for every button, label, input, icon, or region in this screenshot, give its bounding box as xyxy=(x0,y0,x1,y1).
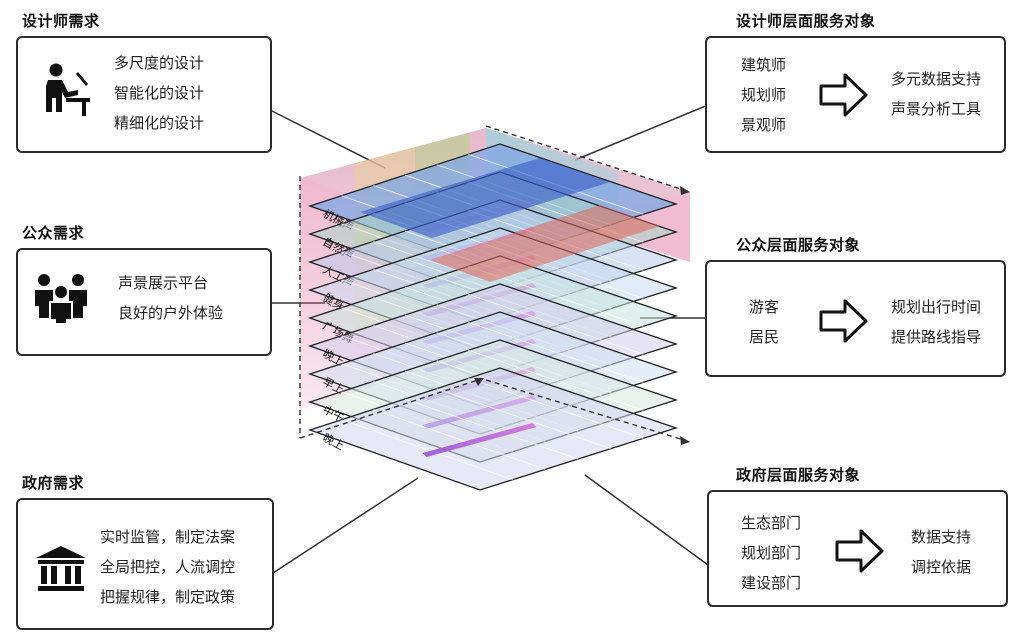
public-needs-title: 公众需求 xyxy=(22,224,85,242)
designer-target-2: 规划师 xyxy=(741,86,787,104)
designer-need-1: 多尺度的设计 xyxy=(114,54,205,72)
government-need-3: 把握规律，制定政策 xyxy=(100,588,236,606)
government-need-1: 实时监管，制定法案 xyxy=(100,528,236,546)
government-need-2: 全局把控，人流调控 xyxy=(100,558,236,576)
government-needs-title: 政府需求 xyxy=(22,474,85,492)
top-layer-blue-block xyxy=(360,158,610,238)
designer-service-box: 建筑师 规划师 景观师 多元数据支持 声景分析工具 xyxy=(705,36,1006,153)
designer-need-2: 智能化的设计 xyxy=(114,84,205,102)
government-service-2: 调控依据 xyxy=(911,558,972,576)
government-service-box: 生态部门 规划部门 建设部门 数据支持 调控依据 xyxy=(707,490,1008,607)
government-arrow-icon xyxy=(835,529,884,573)
designer-arrow-icon xyxy=(819,73,868,117)
connector-lines xyxy=(269,104,709,576)
public-need-2: 良好的户外体验 xyxy=(118,304,224,322)
public-service-1: 规划出行时间 xyxy=(891,298,982,316)
designer-service-1: 多元数据支持 xyxy=(891,70,982,88)
designer-needs-box: 多尺度的设计 智能化的设计 精细化的设计 xyxy=(16,36,272,153)
public-target-2: 居民 xyxy=(749,328,780,346)
arrowheads xyxy=(474,186,690,445)
designer-service-title: 设计师层面服务对象 xyxy=(736,12,876,30)
public-arrow-icon xyxy=(819,299,868,343)
designer-target-1: 建筑师 xyxy=(741,56,787,74)
designer-target-3: 景观师 xyxy=(741,116,787,134)
public-target-1: 游客 xyxy=(749,298,780,316)
public-service-title: 公众层面服务对象 xyxy=(736,236,861,254)
government-service-title: 政府层面服务对象 xyxy=(736,466,861,484)
top-layer-red-block xyxy=(430,205,660,282)
designer-needs-title: 设计师需求 xyxy=(22,12,100,30)
layer-plane: 晚上 xyxy=(307,367,679,491)
public-need-1: 声景展示平台 xyxy=(118,274,209,292)
public-service-2: 提供路线指导 xyxy=(891,328,982,346)
government-building-icon xyxy=(36,546,86,591)
government-target-3: 建设部门 xyxy=(741,574,802,592)
government-target-1: 生态部门 xyxy=(741,514,802,532)
government-target-2: 规划部门 xyxy=(741,544,802,562)
government-service-1: 数据支持 xyxy=(911,528,972,546)
public-service-box: 游客 居民 规划出行时间 提供路线指导 xyxy=(705,260,1006,377)
public-needs-box: 声景展示平台 良好的户外体验 xyxy=(16,248,272,356)
designer-service-2: 声景分析工具 xyxy=(891,100,982,118)
designer-need-3: 精细化的设计 xyxy=(114,114,205,132)
government-needs-box: 实时监管，制定法案 全局把控，人流调控 把握规律，制定政策 xyxy=(16,498,274,630)
designer-at-desk-icon xyxy=(46,63,90,116)
people-group-icon xyxy=(35,274,87,324)
frame-arrows xyxy=(299,125,685,441)
